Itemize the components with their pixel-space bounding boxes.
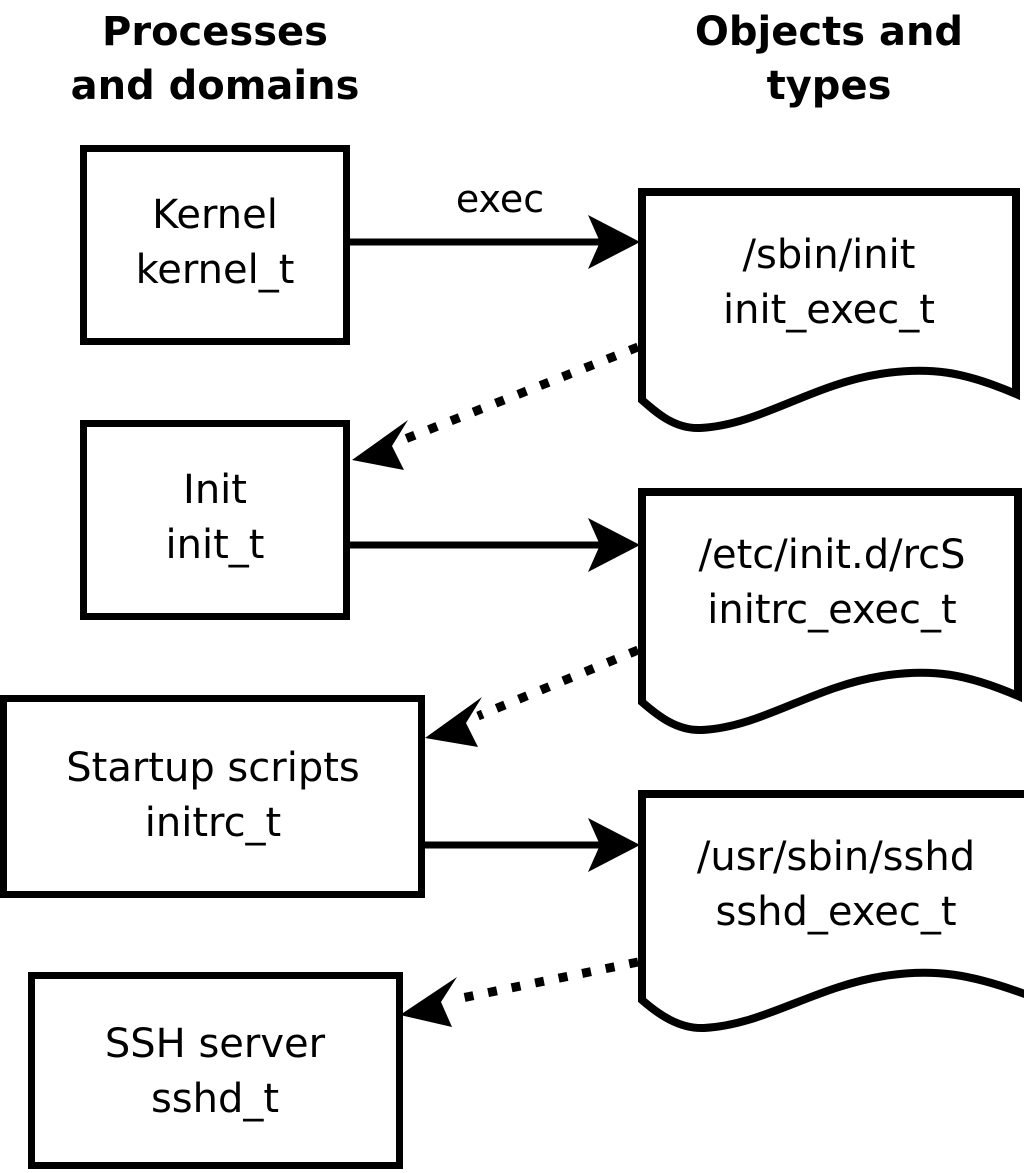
object-node-sshd-exec[interactable]: /usr/sbin/sshd sshd_exec_t xyxy=(638,790,1024,1033)
arrowhead xyxy=(352,420,408,470)
column-header-left: Processes and domains xyxy=(71,9,360,109)
edge-label-exec: exec xyxy=(456,177,544,221)
right-column-title-line1: Objects and xyxy=(695,9,963,55)
process-label: Startup scripts xyxy=(66,745,359,791)
process-label: SSH server xyxy=(105,1021,326,1067)
edge-line xyxy=(451,957,639,1005)
left-column-title-line1: Processes xyxy=(102,9,328,55)
arrowhead xyxy=(400,977,457,1027)
object-type: init_exec_t xyxy=(723,287,935,333)
process-box[interactable] xyxy=(0,695,425,898)
edge-kernel-exec-init-exec: exec xyxy=(350,177,640,269)
edge-line xyxy=(398,342,640,446)
edge-init-exec-to-init xyxy=(352,342,640,470)
object-node-initrc-exec[interactable]: /etc/init.d/rcS initrc_exec_t xyxy=(638,488,1022,735)
edge-line xyxy=(476,645,640,721)
process-box[interactable] xyxy=(80,145,350,345)
edge-initrc-exec-sshd-exec xyxy=(425,818,640,872)
process-type: kernel_t xyxy=(136,247,295,293)
process-label: Kernel xyxy=(152,192,278,238)
object-node-init-exec[interactable]: /sbin/init init_exec_t xyxy=(638,188,1020,433)
arrowhead xyxy=(588,215,640,269)
process-type: initrc_t xyxy=(145,800,282,846)
process-node-sshd[interactable]: SSH server sshd_t xyxy=(28,972,403,1169)
object-path: /etc/init.d/rcS xyxy=(698,532,965,578)
arrowhead xyxy=(588,818,640,872)
arrowhead xyxy=(588,518,640,572)
object-doc-shape[interactable] xyxy=(638,488,1022,735)
edge-sshd-exec-to-sshd xyxy=(400,957,639,1027)
right-column-title-line2: types xyxy=(767,63,892,109)
process-node-initrc[interactable]: Startup scripts initrc_t xyxy=(0,695,425,898)
object-path: /usr/sbin/sshd xyxy=(697,834,975,880)
process-label: Init xyxy=(183,467,247,513)
object-type: sshd_exec_t xyxy=(715,889,956,935)
object-doc-shape[interactable] xyxy=(638,790,1024,1033)
object-doc-shape[interactable] xyxy=(638,188,1020,433)
process-type: init_t xyxy=(166,522,265,568)
object-path: /sbin/init xyxy=(743,232,916,278)
edge-initrc-exec-to-initrc xyxy=(425,645,640,747)
edge-init-exec-initrc-exec xyxy=(350,518,640,572)
arrowhead xyxy=(425,697,482,747)
process-type: sshd_t xyxy=(151,1076,279,1122)
process-box[interactable] xyxy=(28,972,403,1169)
process-node-kernel[interactable]: Kernel kernel_t xyxy=(80,145,350,345)
process-box[interactable] xyxy=(80,420,350,620)
object-type: initrc_exec_t xyxy=(707,587,956,633)
process-node-init[interactable]: Init init_t xyxy=(80,420,350,620)
left-column-title-line2: and domains xyxy=(71,63,360,109)
column-header-right: Objects and types xyxy=(695,9,963,109)
